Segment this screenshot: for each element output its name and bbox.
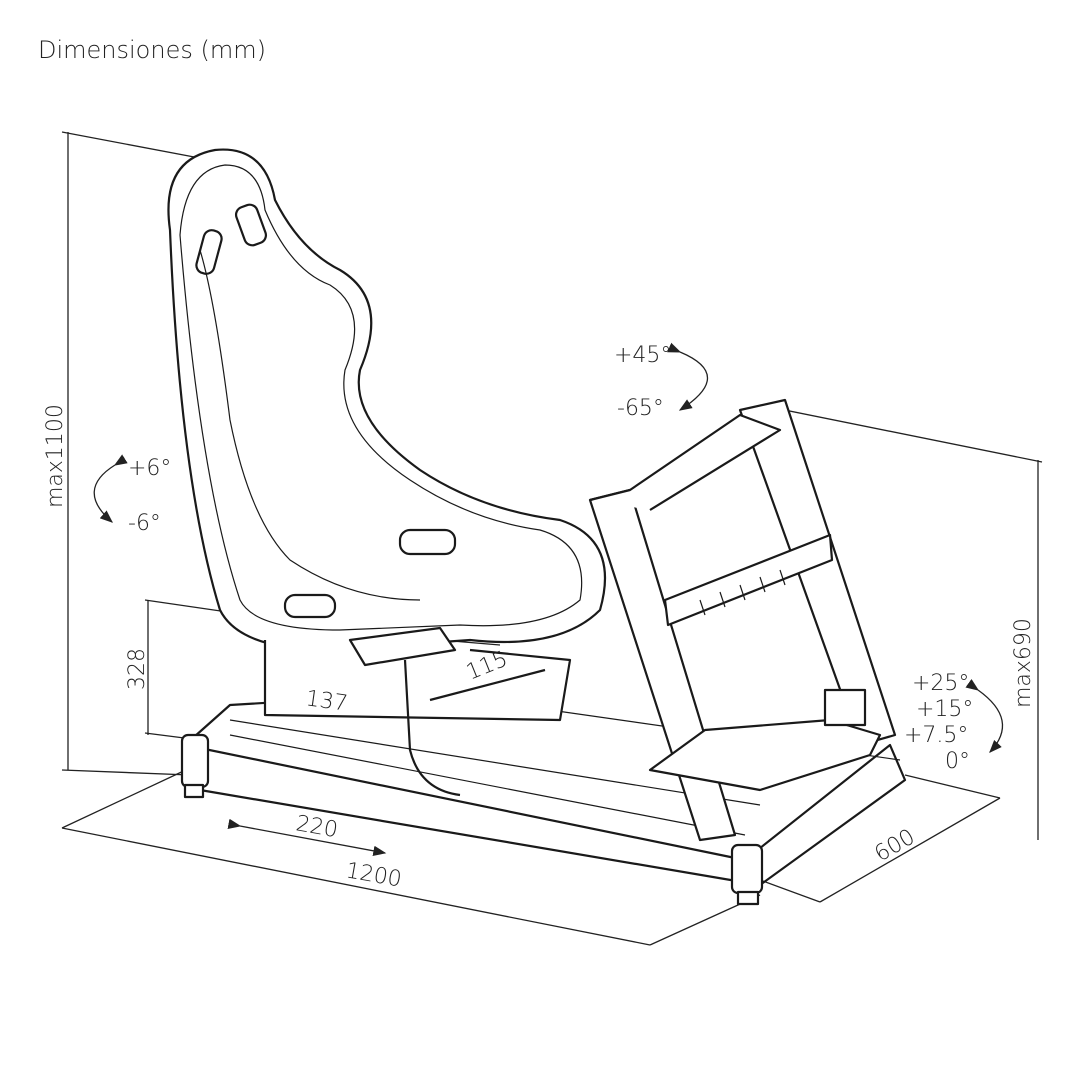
pedal-tilt-arc	[965, 678, 1004, 753]
label-seat-travel: 220	[294, 811, 340, 843]
label-wheel-height: max690	[1011, 618, 1036, 708]
label-slider-depth: 137	[304, 686, 349, 717]
label-width: 600	[871, 825, 920, 868]
label-pedal-tilt-7-5: +7.5°	[904, 723, 968, 748]
label-seat-tilt-up: +6°	[128, 456, 171, 481]
label-total-height: max1100	[43, 404, 68, 508]
label-wheel-tilt-up: +45°	[614, 343, 671, 368]
racing-seat	[167, 148, 607, 797]
wheel-stand	[588, 398, 897, 842]
label-seat-tilt-down: -6°	[128, 511, 161, 536]
label-pedal-tilt-15: +15°	[916, 697, 973, 722]
label-seat-height: 328	[125, 648, 150, 690]
label-pedal-tilt-0: 0°	[945, 749, 970, 774]
label-length: 1200	[344, 858, 403, 892]
label-wheel-tilt-down: -65°	[617, 396, 664, 421]
diagram-title: Dimensiones (mm)	[38, 36, 266, 64]
wheel-tilt-arc	[667, 342, 708, 411]
seat-tilt-arc	[93, 454, 128, 523]
label-pedal-tilt-25: +25°	[912, 671, 969, 696]
